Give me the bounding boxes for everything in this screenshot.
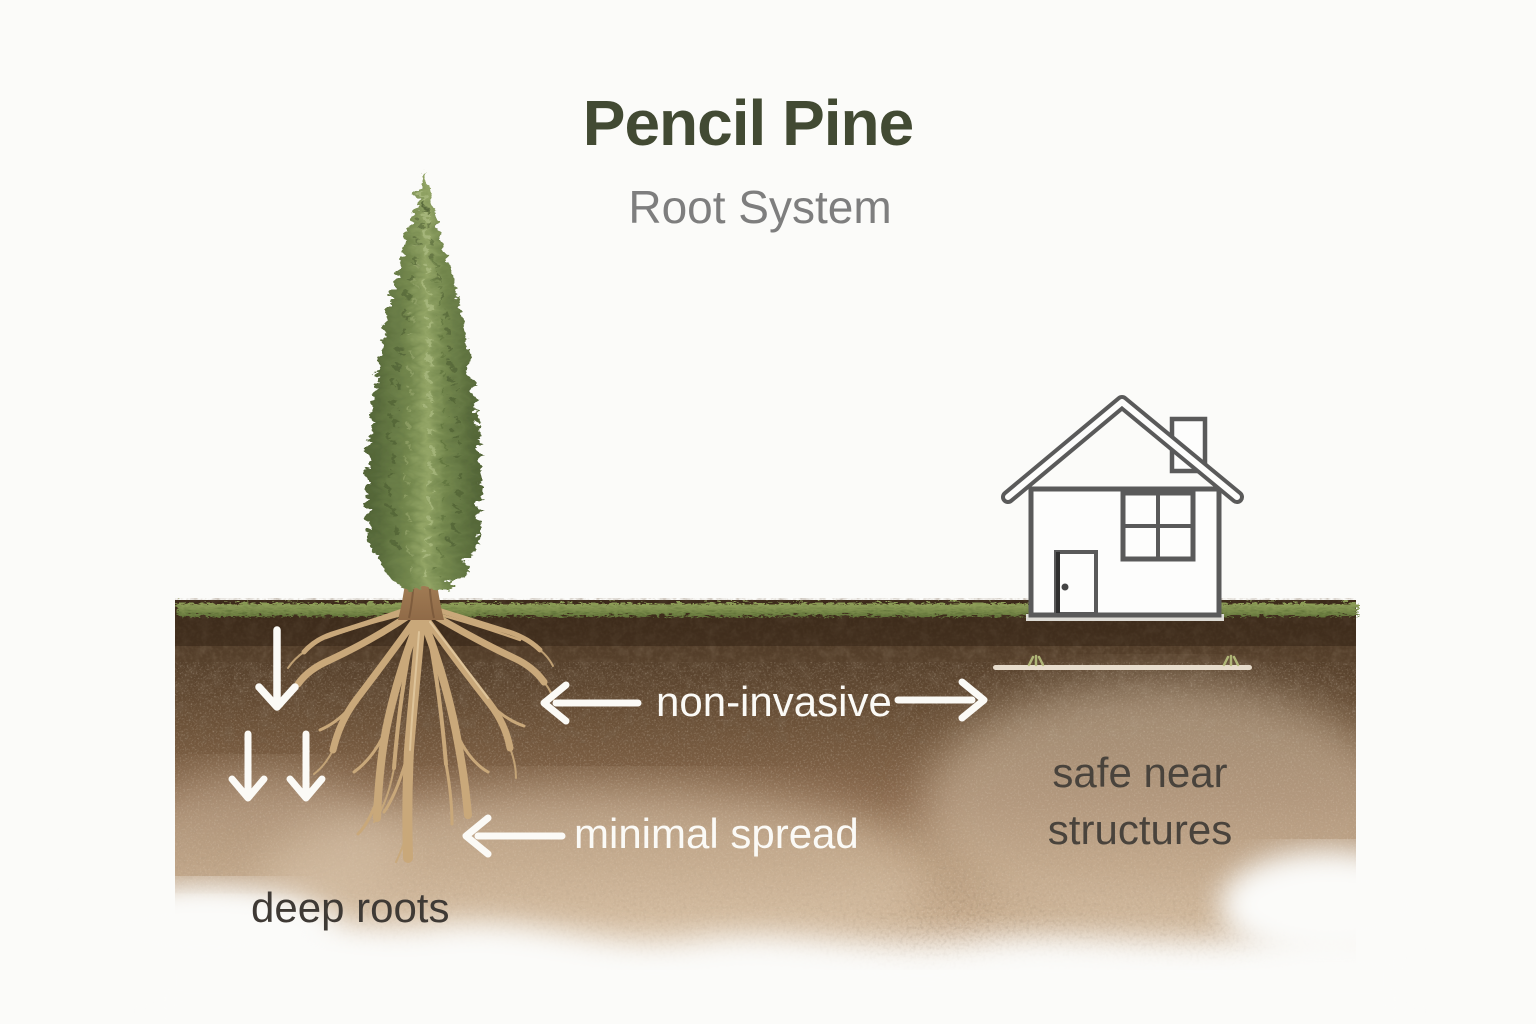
page-title: Pencil Pine [582, 87, 914, 159]
root-system [281, 604, 556, 863]
label-safe-line1: safe near [1052, 749, 1228, 796]
soil-bottom-fade [75, 850, 1440, 1020]
label-non-invasive: non-invasive [656, 678, 892, 725]
pencil-pine-tree [364, 166, 478, 620]
down-arrow-2 [228, 730, 268, 802]
arrow-right-non-invasive [894, 678, 988, 722]
down-arrow-3 [286, 730, 326, 802]
foundation-line [993, 654, 1252, 670]
label-safe-line2: structures [1047, 806, 1233, 853]
house-door [1054, 550, 1098, 616]
page-subtitle: Root System [628, 181, 892, 233]
label-minimal-spread: minimal spread [574, 810, 859, 857]
house-icon [1001, 395, 1244, 621]
label-safe-near-structures: safe near structures [1048, 744, 1232, 858]
arrow-left-minimal-spread [462, 814, 566, 858]
arrow-left-non-invasive [540, 681, 642, 725]
door-handle [1061, 583, 1069, 591]
tree-foliage [364, 166, 478, 588]
label-deep-roots: deep roots [251, 884, 450, 931]
down-arrow-1 [255, 626, 299, 711]
